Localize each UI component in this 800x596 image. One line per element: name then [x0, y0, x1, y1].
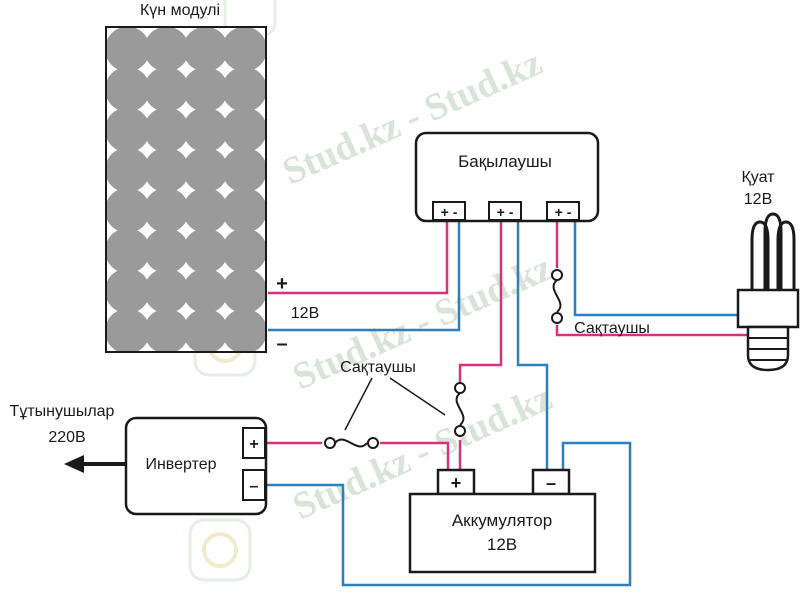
controller-terminal-label: + - — [441, 204, 458, 220]
solar-cell — [183, 187, 228, 233]
solar-cell — [183, 308, 228, 351]
solar-module-label: Күн модулі — [140, 2, 220, 19]
fuse-icon — [454, 382, 466, 437]
wire-controller-lamp-negative — [573, 220, 750, 317]
solar-cell — [222, 147, 265, 193]
solar-cell — [144, 66, 189, 112]
fuse-icon — [551, 269, 563, 324]
solar-cell — [107, 228, 150, 274]
solar-cell — [222, 228, 265, 274]
solar-cell — [183, 268, 228, 314]
wire-fuse-lamp-positive — [555, 325, 750, 337]
panel-voltage-label: 12В — [291, 305, 319, 322]
inverter-label: Инвертер — [145, 456, 216, 473]
battery-minus-label: – — [546, 473, 556, 493]
fuse-callout-lines — [344, 377, 446, 431]
solar-cell — [144, 268, 189, 314]
controller-terminal-battery — [488, 201, 522, 221]
solar-cell — [107, 147, 150, 193]
inverter-minus-label: – — [250, 478, 259, 495]
wire-panel-negative — [268, 220, 461, 332]
solar-cell — [144, 28, 189, 72]
inverter-plus-label: + — [249, 436, 258, 453]
controller-terminal-label: + - — [497, 204, 514, 220]
inverter-terminal-negative — [242, 469, 266, 501]
battery-terminal-negative — [531, 468, 571, 496]
solar-cell — [107, 107, 150, 153]
lamp-voltage-label: 12В — [744, 191, 772, 208]
solar-cell — [144, 228, 189, 274]
controller-terminal-panel — [432, 201, 466, 221]
solar-cell — [183, 147, 228, 193]
battery-voltage-label: 12В — [487, 535, 517, 554]
controller-label: Бақылаушы — [458, 152, 552, 171]
wire-fuse-battery-inverter-positive — [380, 441, 450, 470]
fuse-right-label: Сақтаушы — [574, 320, 650, 337]
solar-cell — [107, 268, 150, 314]
consumers-title-label: Тұтынушылар — [10, 403, 115, 420]
solar-cell — [183, 66, 228, 112]
solar-cell — [107, 187, 150, 233]
solar-cell — [222, 268, 265, 314]
solar-cell — [144, 308, 189, 351]
solar-cell — [144, 147, 189, 193]
solar-cell — [222, 28, 265, 72]
battery-box — [408, 468, 597, 574]
solar-cell — [183, 28, 228, 72]
solar-cell — [107, 308, 150, 351]
solar-cell — [107, 66, 150, 112]
fuse-center-label: Сақтаушы — [340, 359, 416, 376]
solar-cell — [222, 107, 265, 153]
wire-controller-battery-positive — [458, 220, 503, 385]
solar-cell — [222, 187, 265, 233]
solar-cell — [144, 187, 189, 233]
solar-cell — [183, 107, 228, 153]
controller-terminal-load — [546, 201, 580, 221]
solar-cells — [107, 28, 265, 351]
wires — [265, 220, 750, 587]
battery-title-label: Аккумулятор — [452, 511, 552, 530]
arrow-left-icon — [64, 455, 126, 473]
battery-plus-label: + — [451, 473, 462, 493]
controller-terminal-label: + - — [555, 204, 572, 220]
cfl-lamp-icon — [736, 212, 800, 372]
consumers-voltage-label: 220В — [48, 429, 85, 446]
solar-cell — [144, 107, 189, 153]
controller-box — [414, 131, 600, 223]
lamp-title-label: Қуат — [741, 169, 775, 186]
panel-minus-label: – — [276, 333, 287, 355]
solar-panel-icon — [105, 26, 267, 353]
fuse-icon — [324, 437, 379, 449]
solar-cell — [222, 66, 265, 112]
inverter-terminal-positive — [242, 427, 266, 459]
solar-cell — [183, 228, 228, 274]
solar-cell — [107, 28, 150, 72]
solar-cell — [222, 308, 265, 351]
inverter-box — [124, 416, 268, 516]
wire-inverter-battery-negative — [265, 441, 632, 587]
panel-plus-label: + — [276, 273, 288, 295]
wire-controller-battery-negative — [516, 220, 549, 470]
wire-panel-positive — [268, 220, 449, 295]
